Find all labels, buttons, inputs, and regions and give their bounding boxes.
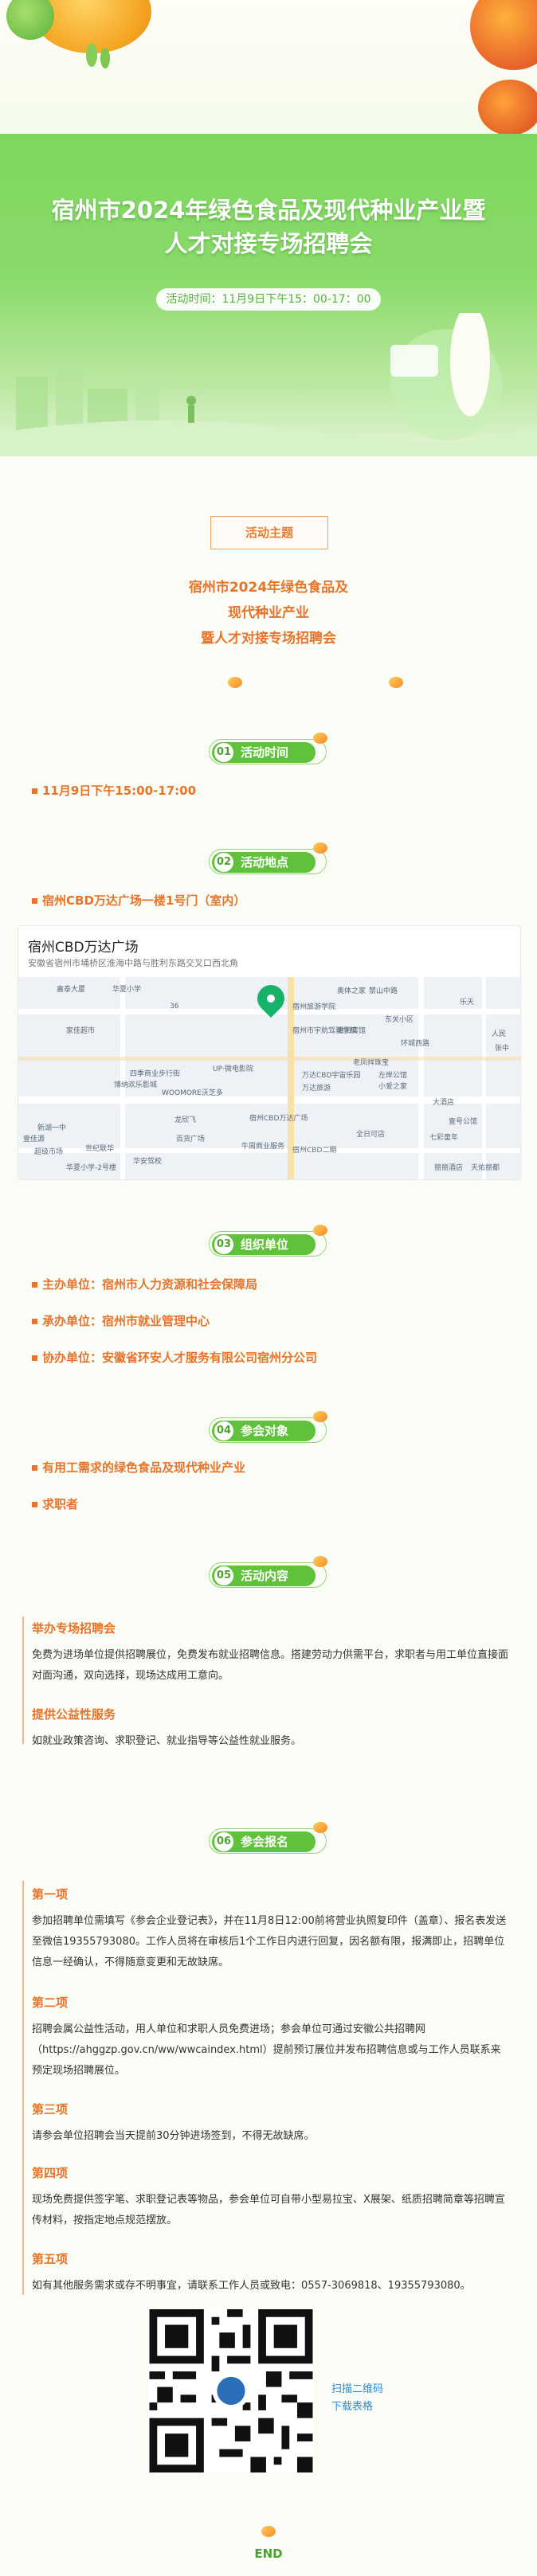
section-label: 活动地点	[241, 855, 289, 870]
signup-block-2-title: 第二项	[32, 1996, 69, 2010]
section-target-header: 04 参会对象	[209, 1413, 328, 1444]
org-organizer: 承办单位：宿州市就业管理中心	[32, 1312, 210, 1329]
signup-block-4-text: 现场免费提供签字笔、求职登记表等物品，参会单位可自带小型易拉宝、X展架、纸质招聘…	[32, 2194, 505, 2226]
top-decoration	[0, 0, 537, 143]
signup-block-3-title: 第三项	[32, 2102, 69, 2117]
leaf-icon	[6, 0, 54, 40]
target-jobseekers: 求职者	[32, 1495, 78, 1512]
section-time-header: 01 活动时间	[209, 734, 328, 766]
content-block-2-text: 如就业政策咨询、求职登记、就业指导等公益性就业服务。	[32, 1735, 302, 1747]
mango-icon	[313, 1225, 327, 1236]
time-pill: 活动时间：11月9日下午15：00-17：00	[156, 288, 381, 311]
signup-block-5-text: 如有其他服务需求或存不明事宜，请联系工作人员或致电：0557-3069818、1…	[32, 2280, 471, 2292]
leaf-icon	[86, 43, 97, 67]
time-pill-text: 活动时间：11月9日下午15：00-17：00	[166, 293, 371, 306]
section-number: 02	[214, 853, 233, 872]
section-label: 参会对象	[241, 1424, 289, 1438]
theme-label: 活动主题	[210, 516, 328, 549]
tomato-icon	[478, 80, 537, 135]
end-text: END	[254, 2547, 283, 2561]
map-view[interactable]: 嘉泰大厦 华夏小学 家佳超市 四季商业步行街 博纳欢乐影城 WOOMORE沃芝多…	[18, 977, 520, 1179]
banner-title: 宿州市2024年绿色食品及现代种业产业暨 人才对接专场招聘会	[16, 193, 521, 260]
banner-title-line2: 人才对接专场招聘会	[164, 230, 373, 257]
qr-caption-line2: 下载表格	[331, 2401, 374, 2413]
section-content-header: 05 活动内容	[209, 1558, 328, 1589]
section-number: 04	[214, 1421, 233, 1440]
map-address: 安徽省宿州市埇桥区淮海中路与胜利东路交叉口西北角	[28, 958, 238, 968]
signup-block-1-title: 第一项	[32, 1887, 69, 1902]
signup-block-3-text: 请参会单位招聘会当天提前30分钟进场签到，不得无故缺席。	[32, 2130, 315, 2142]
tomato-icon	[470, 0, 537, 70]
theme-line-2: 现代种业产业	[228, 605, 309, 621]
section-signup-header: 06 参会报名	[209, 1824, 328, 1855]
org-host: 主办单位：宿州市人力资源和社会保障局	[32, 1276, 257, 1292]
content-block-1-text: 免费为进场单位提供招聘展位，免费发布就业招聘信息。搭建劳动力供需平台，求职者与用…	[32, 1649, 509, 1682]
section-number: 01	[214, 743, 233, 762]
section-number: 05	[214, 1566, 233, 1585]
section-label: 活动时间	[241, 745, 289, 760]
mango-icon	[313, 1822, 327, 1833]
qr-caption: 扫描二维码 下载表格	[331, 2381, 383, 2416]
banner-title-line1: 宿州市2024年绿色食品及现代种业产业暨	[51, 197, 486, 224]
section-number: 03	[214, 1235, 233, 1254]
mango-icon	[228, 677, 242, 688]
theme-line-3: 暨人才对接专场招聘会	[201, 631, 336, 647]
map-place-name: 宿州CBD万达广场	[28, 940, 139, 956]
mango-icon	[313, 1411, 327, 1422]
section-number: 06	[214, 1832, 233, 1851]
qr-caption-line1: 扫描二维码	[331, 2383, 384, 2395]
mango-icon	[313, 1556, 327, 1567]
section-place-header: 02 活动地点	[209, 844, 328, 876]
mango-icon	[313, 733, 327, 744]
section-label: 组织单位	[241, 1237, 289, 1252]
time-value: 11月9日下午15:00-17:00	[32, 782, 196, 799]
target-employers: 有用工需求的绿色食品及现代种业产业	[32, 1459, 245, 1476]
content-block-1-title: 举办专场招聘会	[32, 1621, 116, 1636]
signup-block-5-title: 第五项	[32, 2252, 69, 2266]
signup-block-1-text: 参加招聘单位需填写《参会企业登记表》，并在11月8日12:00前将营业执照复印件…	[32, 1915, 507, 1968]
theme-line-1: 宿州市2024年绿色食品及	[188, 580, 349, 596]
qr-code-icon[interactable]	[148, 2309, 314, 2472]
org-co-organizer: 协办单位：安徽省环安人才服务有限公司宿州分公司	[32, 1349, 317, 1366]
map-card[interactable]: 宿州CBD万达广场 安徽省宿州市埇桥区淮海中路与胜利东路交叉口西北角 嘉泰大厦 …	[18, 925, 521, 1180]
signup-block-4-title: 第四项	[32, 2166, 69, 2180]
city-skyline-illustration	[0, 313, 537, 456]
content-block-2-title: 提供公益性服务	[32, 1707, 116, 1722]
place-value: 宿州CBD万达广场一楼1号门（室内）	[32, 892, 245, 909]
signup-block-2-text: 招聘会属公益性活动，用人单位和求职人员免费进场；参会单位可通过安徽公共招聘网（h…	[32, 2023, 501, 2077]
section-org-header: 03 组织单位	[209, 1226, 328, 1258]
mango-icon	[261, 2526, 276, 2537]
leaf-icon	[100, 48, 110, 68]
section-label: 活动内容	[241, 1569, 289, 1583]
mango-icon	[389, 677, 403, 688]
hero-banner: 宿州市2024年绿色食品及现代种业产业暨 人才对接专场招聘会 活动时间：11月9…	[0, 134, 537, 456]
mango-icon	[313, 842, 327, 854]
section-label: 参会报名	[241, 1835, 289, 1849]
